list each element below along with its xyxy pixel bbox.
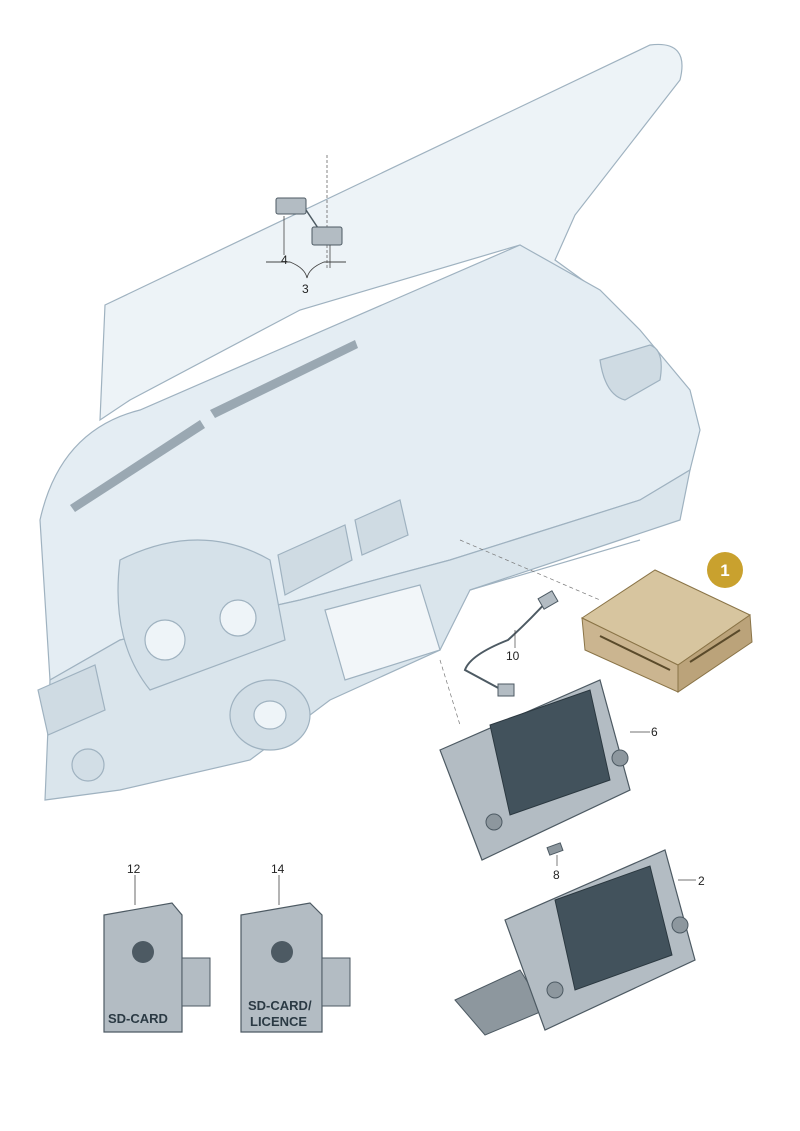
part-control-unit-highlighted xyxy=(580,569,753,693)
part-cable xyxy=(463,590,559,697)
card-12-label: SD-CARD xyxy=(108,1011,168,1026)
callout-4: 4 xyxy=(281,253,288,267)
callout-8: 8 xyxy=(553,868,560,882)
right-air-vent xyxy=(599,344,662,401)
radio-knob-right xyxy=(611,749,629,767)
part-radio-complete xyxy=(454,849,696,1036)
callout-2: 2 xyxy=(698,874,705,888)
part-microphone xyxy=(266,155,346,279)
callout-3: 3 xyxy=(302,282,309,296)
mic-unit-b xyxy=(311,226,343,246)
console-opening xyxy=(324,584,441,681)
radio2-knob-right xyxy=(671,916,689,934)
part-sd-card-licence: SD-CARD/ LICENCE xyxy=(240,875,351,1033)
windshield xyxy=(99,43,683,422)
callout-10: 10 xyxy=(506,649,520,663)
left-air-vent xyxy=(37,664,106,736)
leader-1 xyxy=(459,539,601,601)
dashboard-illustration xyxy=(37,43,701,801)
gauge-left xyxy=(144,619,186,661)
steering-hub xyxy=(253,700,287,730)
card-14-label-line2: LICENCE xyxy=(250,1014,307,1029)
callout-14: 14 xyxy=(271,862,285,876)
radio-knob-left xyxy=(485,813,503,831)
glovebox-line xyxy=(469,539,641,591)
cable-connector-top xyxy=(537,590,559,610)
brand-logo-icon xyxy=(271,941,293,963)
radio2-knob-left xyxy=(546,981,564,999)
gauge-right xyxy=(219,599,257,637)
part-clip xyxy=(546,842,564,856)
card-14-label-line1: SD-CARD/ xyxy=(248,998,312,1013)
badge-1: 1 xyxy=(707,552,743,588)
center-air-vent-right xyxy=(354,499,409,556)
light-switch xyxy=(71,748,105,782)
brand-logo-icon xyxy=(132,941,154,963)
center-air-vent-left xyxy=(277,524,353,596)
callout-1: 1 xyxy=(720,561,729,580)
defrost-vents xyxy=(70,340,358,512)
callout-12: 12 xyxy=(127,862,141,876)
part-sd-card: SD-CARD xyxy=(103,875,211,1033)
callout-6: 6 xyxy=(651,725,658,739)
part-radio-unit xyxy=(439,679,631,861)
mic-unit-a xyxy=(275,197,307,215)
cable-connector-bottom xyxy=(497,683,515,697)
